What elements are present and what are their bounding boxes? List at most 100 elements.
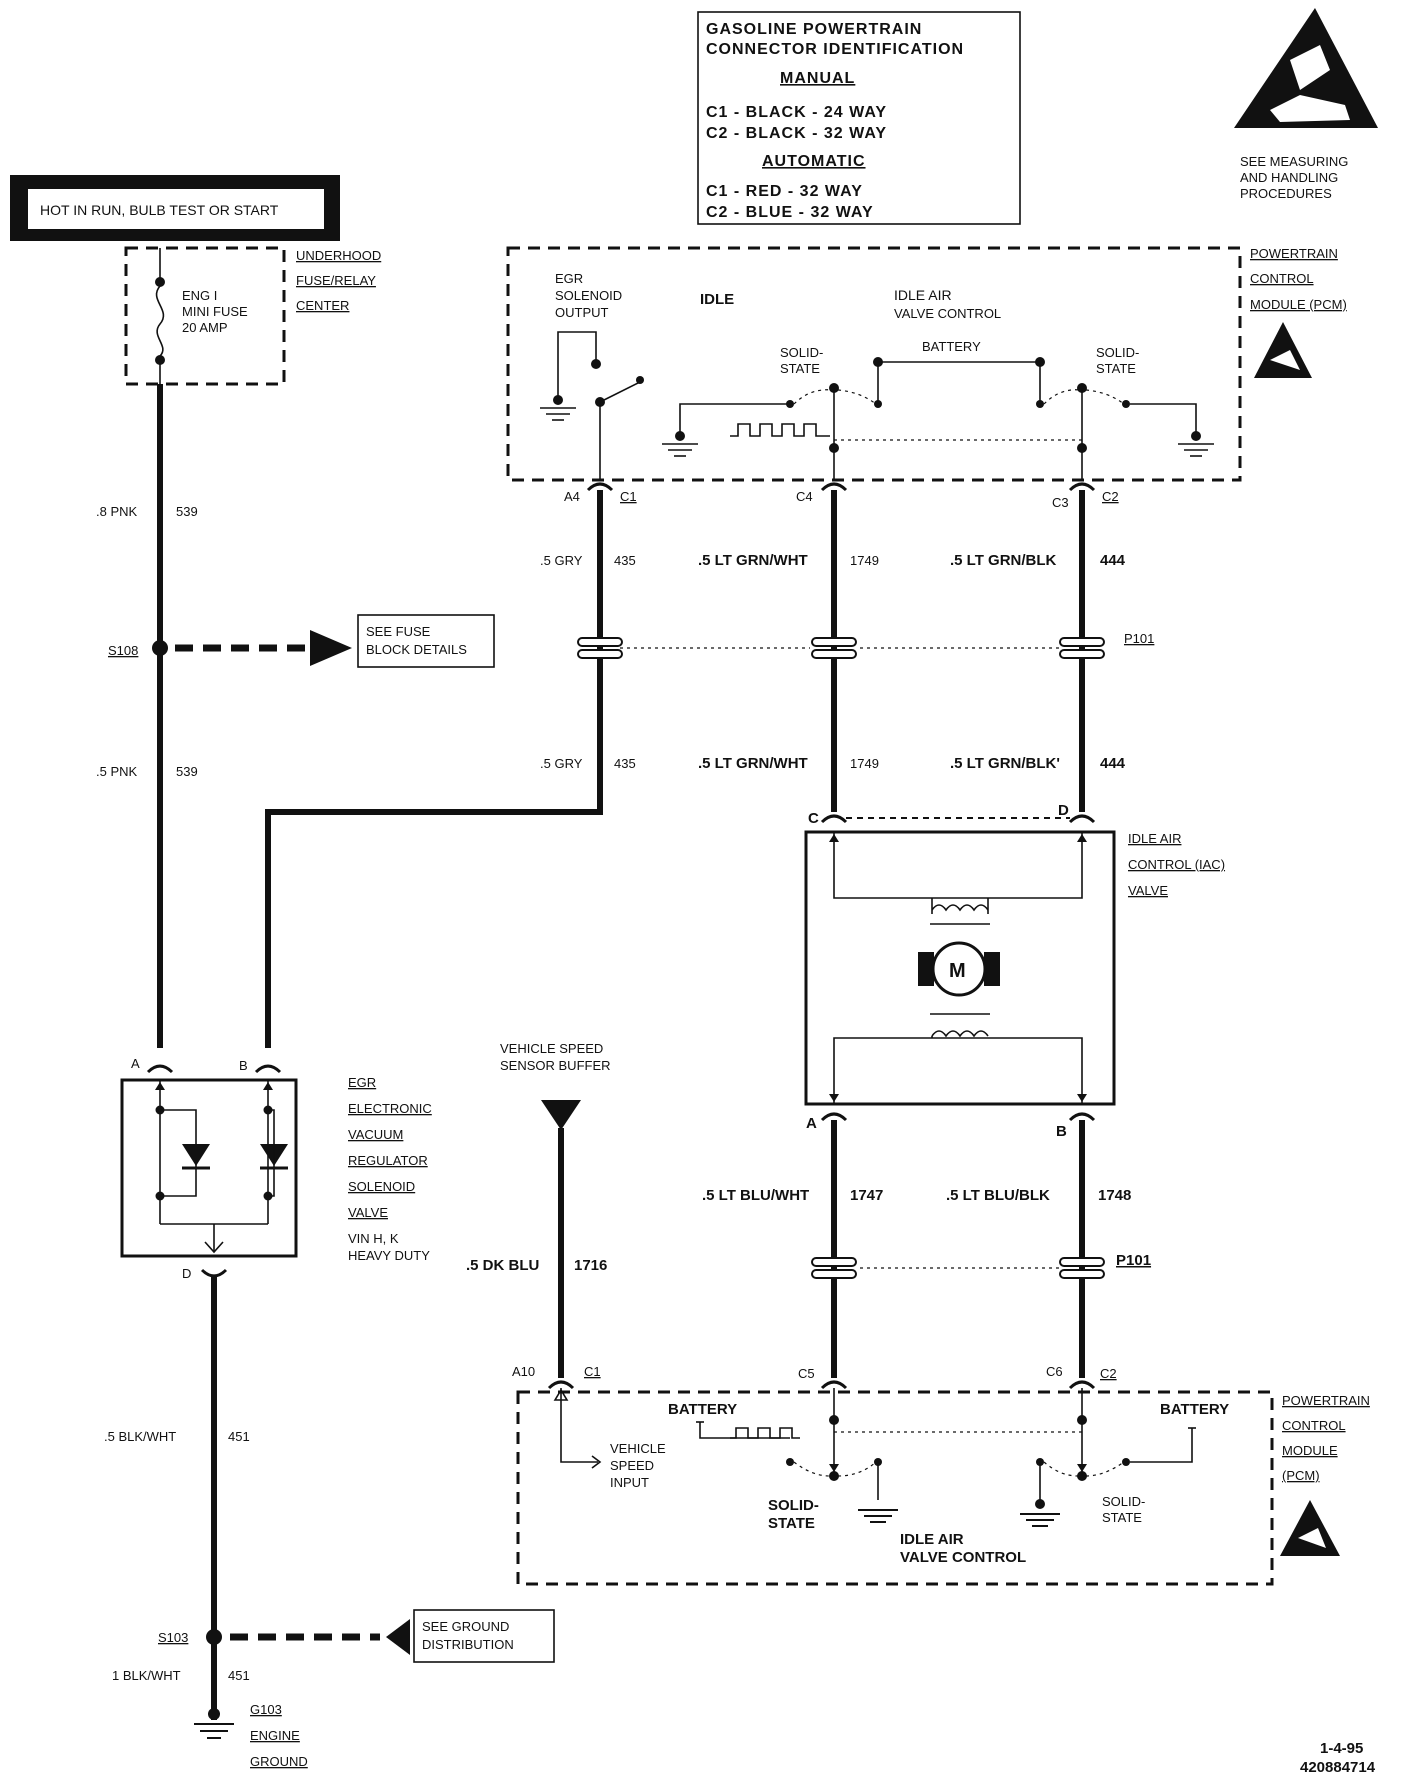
- pin-c6: C6: [1046, 1364, 1063, 1379]
- pcm-top-solid-right-1: SOLID-: [1096, 345, 1139, 360]
- egr-name-line1: EGR: [348, 1075, 376, 1090]
- ground-g103-line1: ENGINE: [250, 1728, 300, 1743]
- iac-pin-b: B: [1056, 1123, 1067, 1140]
- wire-451-lower-gauge: 1 BLK/WHT: [112, 1668, 181, 1683]
- s108-arrow: [310, 630, 352, 666]
- pcm-bottom-iac-line1: IDLE AIR: [900, 1531, 964, 1548]
- splice-s108-label: S108: [108, 643, 138, 658]
- wire-444-lower-gauge: .5 LT GRN/BLK': [950, 755, 1060, 772]
- s103-arrow: [386, 1619, 410, 1655]
- manual-c1: C1 - BLACK - 24 WAY: [706, 104, 887, 121]
- wire-444-lower-num: 444: [1100, 755, 1126, 772]
- pin-c3: C3: [1052, 495, 1069, 510]
- vehicle-speed-input-arrow: [553, 1388, 602, 1469]
- pcm-top-battery: BATTERY: [922, 339, 981, 354]
- vss-line1: VEHICLE SPEED: [500, 1041, 603, 1056]
- pcm-bottom-name-line4: (PCM): [1282, 1468, 1320, 1483]
- wire-435-lower-num: 435: [614, 756, 636, 771]
- pcm-top-solid-left-2: STATE: [780, 361, 820, 376]
- pcm-bottom-iac-drivers: [696, 1388, 1196, 1527]
- wire-435-lower-gauge: .5 GRY: [540, 756, 583, 771]
- pin-a10: A10: [512, 1364, 535, 1379]
- manual-c2: C2 - BLACK - 32 WAY: [706, 125, 887, 142]
- egr-output-line1: EGR: [555, 271, 583, 286]
- pcm-top-name-line2: CONTROL: [1250, 271, 1314, 286]
- wire-1747-gauge: .5 LT BLU/WHT: [702, 1187, 809, 1204]
- wire-539-lower-gauge: .5 PNK: [96, 764, 138, 779]
- pcm-bottom-solid-left-2: STATE: [768, 1515, 815, 1532]
- pin-c5: C5: [798, 1366, 815, 1381]
- pin-c4: C4: [796, 489, 813, 504]
- pcm-top-name-line3: MODULE (PCM): [1250, 297, 1347, 312]
- pcm-top-name-line1: POWERTRAIN: [1250, 246, 1338, 261]
- pcm-top-connector-pins: [586, 482, 1096, 492]
- connector-title-line2: CONNECTOR IDENTIFICATION: [706, 41, 964, 58]
- wire-444-upper-num: 444: [1100, 552, 1126, 569]
- pcm-bottom-name-line1: POWERTRAIN: [1282, 1393, 1370, 1408]
- s103-note-line1: SEE GROUND: [422, 1619, 509, 1634]
- egr-note-line1: VIN H, K: [348, 1231, 399, 1246]
- connector-identification-box: GASOLINE POWERTRAIN CONNECTOR IDENTIFICA…: [697, 11, 1021, 225]
- egr-output-line2: SOLENOID: [555, 288, 622, 303]
- egr-pin-d: D: [182, 1266, 191, 1281]
- esd-warning-icon: [1234, 8, 1378, 128]
- footer-date: 1-4-95: [1320, 1740, 1363, 1757]
- pcm-bottom-name-line2: CONTROL: [1282, 1418, 1346, 1433]
- pcm-top-iac-line2: VALVE CONTROL: [894, 306, 1001, 321]
- wire-1748-num: 1748: [1098, 1187, 1131, 1204]
- wire-451-lower-num: 451: [228, 1668, 250, 1683]
- wire-1749-upper-num: 1749: [850, 553, 879, 568]
- wire-539-upper-num: 539: [176, 504, 198, 519]
- fuse-name: ENG I: [182, 288, 217, 303]
- s108-note-line2: BLOCK DETAILS: [366, 642, 467, 657]
- vsi-line2: SPEED: [610, 1458, 654, 1473]
- egr-pin-a: A: [131, 1056, 140, 1071]
- pcm-bottom-esd-icon: [1280, 1500, 1340, 1556]
- wire-1716-gauge: .5 DK BLU: [466, 1257, 539, 1274]
- iac-name-line1: IDLE AIR: [1128, 831, 1181, 846]
- ground-g103-line2: GROUND: [250, 1754, 308, 1769]
- vss-buffer-icon: [541, 1100, 581, 1130]
- iac-valve: M: [804, 814, 1116, 1122]
- s108-note-line1: SEE FUSE: [366, 624, 431, 639]
- pcm-top-esd-icon: [1254, 322, 1312, 378]
- splice-s103-dot: [206, 1629, 222, 1645]
- wire-539-upper-gauge: .8 PNK: [96, 504, 138, 519]
- vss-line2: SENSOR BUFFER: [500, 1058, 611, 1073]
- pcm-top-conn-c1: C1: [620, 489, 637, 504]
- pcm-top-pulse-train: [730, 423, 830, 437]
- pcm-top-solid-right-2: STATE: [1096, 361, 1136, 376]
- esd-note-line2: AND HANDLING: [1240, 170, 1338, 185]
- egr-name-line5: SOLENOID: [348, 1179, 415, 1194]
- pcm-bottom-solid-left-1: SOLID-: [768, 1497, 819, 1514]
- manual-heading: MANUAL: [780, 70, 855, 87]
- iac-name-line3: VALVE: [1128, 883, 1168, 898]
- hot-in-run-label-box: HOT IN RUN, BULB TEST OR START: [10, 175, 340, 241]
- egr-valve: [120, 1064, 298, 1278]
- pcm-bottom-connector-pins: [547, 1380, 1096, 1390]
- automatic-heading: AUTOMATIC: [762, 153, 866, 170]
- ground-g103-name: G103: [250, 1702, 282, 1717]
- pcm-bottom-conn-c1: C1: [584, 1364, 601, 1379]
- automatic-c2: C2 - BLUE - 32 WAY: [706, 204, 874, 221]
- vsi-line3: INPUT: [610, 1475, 649, 1490]
- pcm-bottom-conn-c2: C2: [1100, 1366, 1117, 1381]
- egr-name-line3: VACUUM: [348, 1127, 403, 1142]
- pcm-bottom-battery-left: BATTERY: [668, 1401, 737, 1418]
- wire-435-upper-num: 435: [614, 553, 636, 568]
- egr-name-line6: VALVE: [348, 1205, 388, 1220]
- wire-435-upper-gauge: .5 GRY: [540, 553, 583, 568]
- p101-lower-connector: [811, 1257, 1105, 1279]
- fuse-center-line1: UNDERHOOD: [296, 248, 381, 263]
- egr-name-line2: ELECTRONIC: [348, 1101, 432, 1116]
- pcm-top-solid-left-1: SOLID-: [780, 345, 823, 360]
- fuse-center-line3: CENTER: [296, 298, 349, 313]
- pcm-bottom-outline: [516, 1390, 1274, 1586]
- wire-451-upper-gauge: .5 BLK/WHT: [104, 1429, 176, 1444]
- wire-444-upper-gauge: .5 LT GRN/BLK: [950, 552, 1057, 569]
- egr-note-line2: HEAVY DUTY: [348, 1248, 430, 1263]
- hot-in-run-label: HOT IN RUN, BULB TEST OR START: [40, 202, 279, 218]
- pcm-bottom-battery-right: BATTERY: [1160, 1401, 1229, 1418]
- iac-motor-label: M: [949, 960, 966, 982]
